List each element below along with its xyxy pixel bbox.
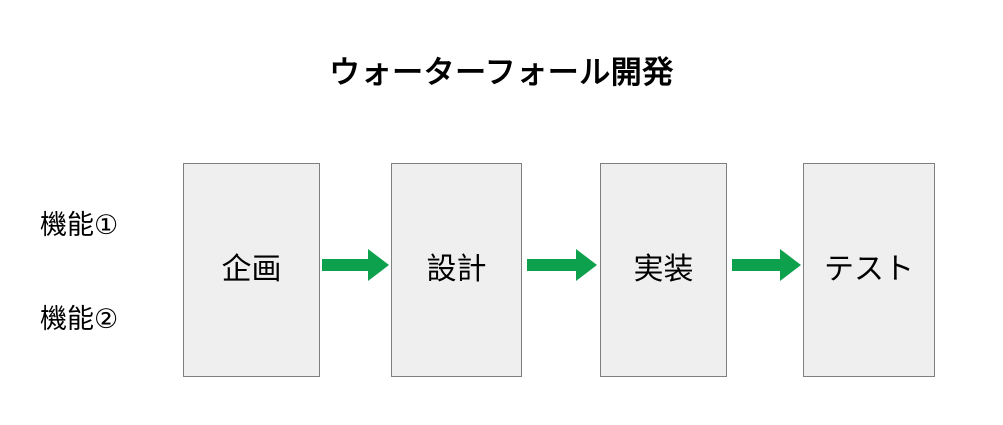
arrow-implementation-to-test-icon — [727, 245, 803, 285]
stage-box-implementation[interactable]: 実装 — [600, 163, 727, 377]
side-label-feature-1: 機能① — [40, 210, 119, 241]
stage-box-test[interactable]: テスト — [803, 163, 935, 377]
stage-box-design[interactable]: 設計 — [391, 163, 522, 377]
side-label-feature-2: 機能② — [40, 304, 119, 335]
stage-box-planning[interactable]: 企画 — [183, 163, 320, 377]
stage-label-test: テスト — [824, 252, 914, 287]
stage-label-planning: 企画 — [221, 252, 282, 287]
arrow-planning-to-design-icon — [320, 245, 391, 285]
stage-label-design: 設計 — [426, 252, 487, 287]
stage-label-implementation: 実装 — [633, 252, 694, 287]
arrow-design-to-implementation-icon — [522, 245, 600, 285]
page-title: ウォーターフォール開発 — [329, 55, 674, 91]
